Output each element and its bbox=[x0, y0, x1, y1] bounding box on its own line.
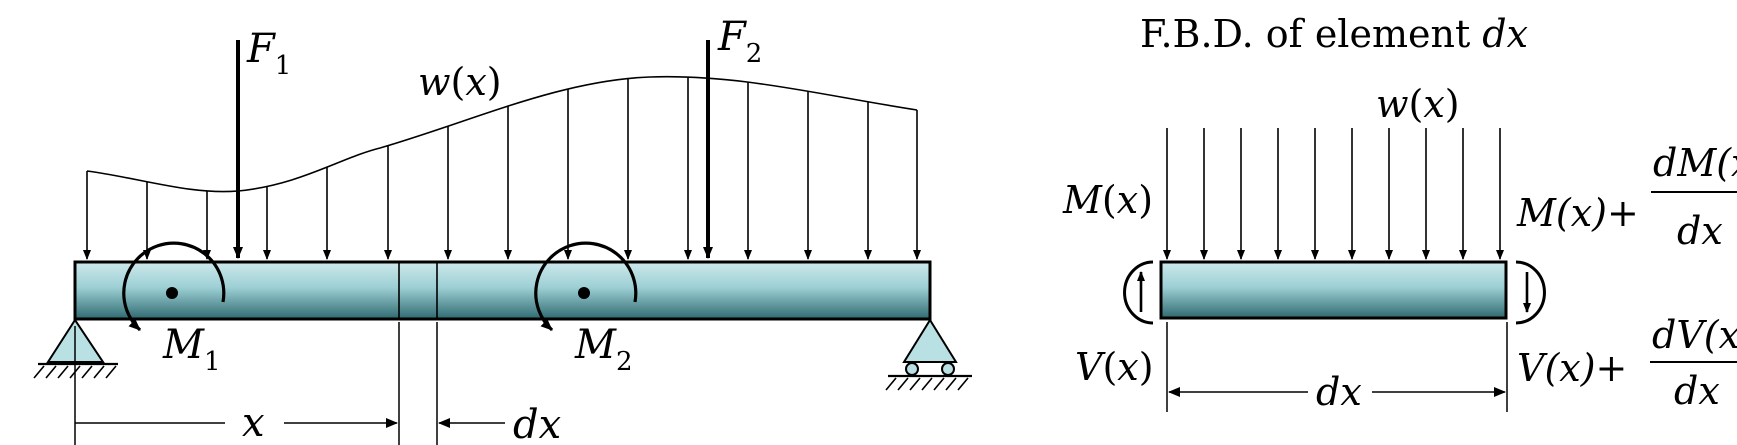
fbd-shear-left-label: V(x) bbox=[1075, 345, 1154, 389]
fbd-dx-label: dx bbox=[1316, 370, 1362, 414]
moment-m2-icon bbox=[534, 241, 638, 332]
fbd-element-body bbox=[1159, 260, 1508, 320]
fbd-left-moment-icon bbox=[1123, 260, 1154, 325]
pin-support-icon bbox=[33, 318, 118, 379]
moment-m2-label: M2 bbox=[574, 322, 633, 377]
fbd-load-arrows bbox=[1163, 128, 1504, 260]
roller-support-icon bbox=[885, 318, 972, 391]
force-f1-label: F1 bbox=[246, 26, 291, 81]
fbd-load-label: w(x) bbox=[1376, 82, 1460, 126]
fbd-moment-right-den: dx bbox=[1677, 209, 1723, 253]
force-f2-label: F2 bbox=[717, 14, 762, 69]
load-label: w(x) bbox=[418, 60, 502, 104]
x-dimension bbox=[74, 322, 505, 445]
fbd-moment-right-num: dM(x) bbox=[1653, 141, 1737, 185]
fbd-right-moment-icon bbox=[1515, 260, 1546, 325]
beam bbox=[73, 260, 932, 321]
beam-body bbox=[73, 260, 932, 321]
moment-m1-label: M1 bbox=[162, 322, 221, 377]
load-arrows bbox=[83, 77, 921, 260]
fbd-moment-right-base: M(x)+ bbox=[1516, 191, 1639, 235]
distributed-load bbox=[83, 75, 921, 260]
fbd-title: F.B.D. of element dx bbox=[1140, 12, 1528, 56]
moment-m1-icon bbox=[122, 241, 226, 332]
fbd-shear-right-base: V(x)+ bbox=[1517, 346, 1627, 390]
fbd-shear-right-num: dV(x) bbox=[1652, 313, 1737, 357]
fbd-width-dimension bbox=[1166, 322, 1508, 412]
fbd-moment-left-label: M(x) bbox=[1062, 178, 1153, 222]
load-curve bbox=[86, 75, 918, 193]
dx-label: dx bbox=[513, 402, 561, 445]
fbd-shear-right-den: dx bbox=[1674, 369, 1720, 413]
x-label: x bbox=[242, 400, 265, 445]
